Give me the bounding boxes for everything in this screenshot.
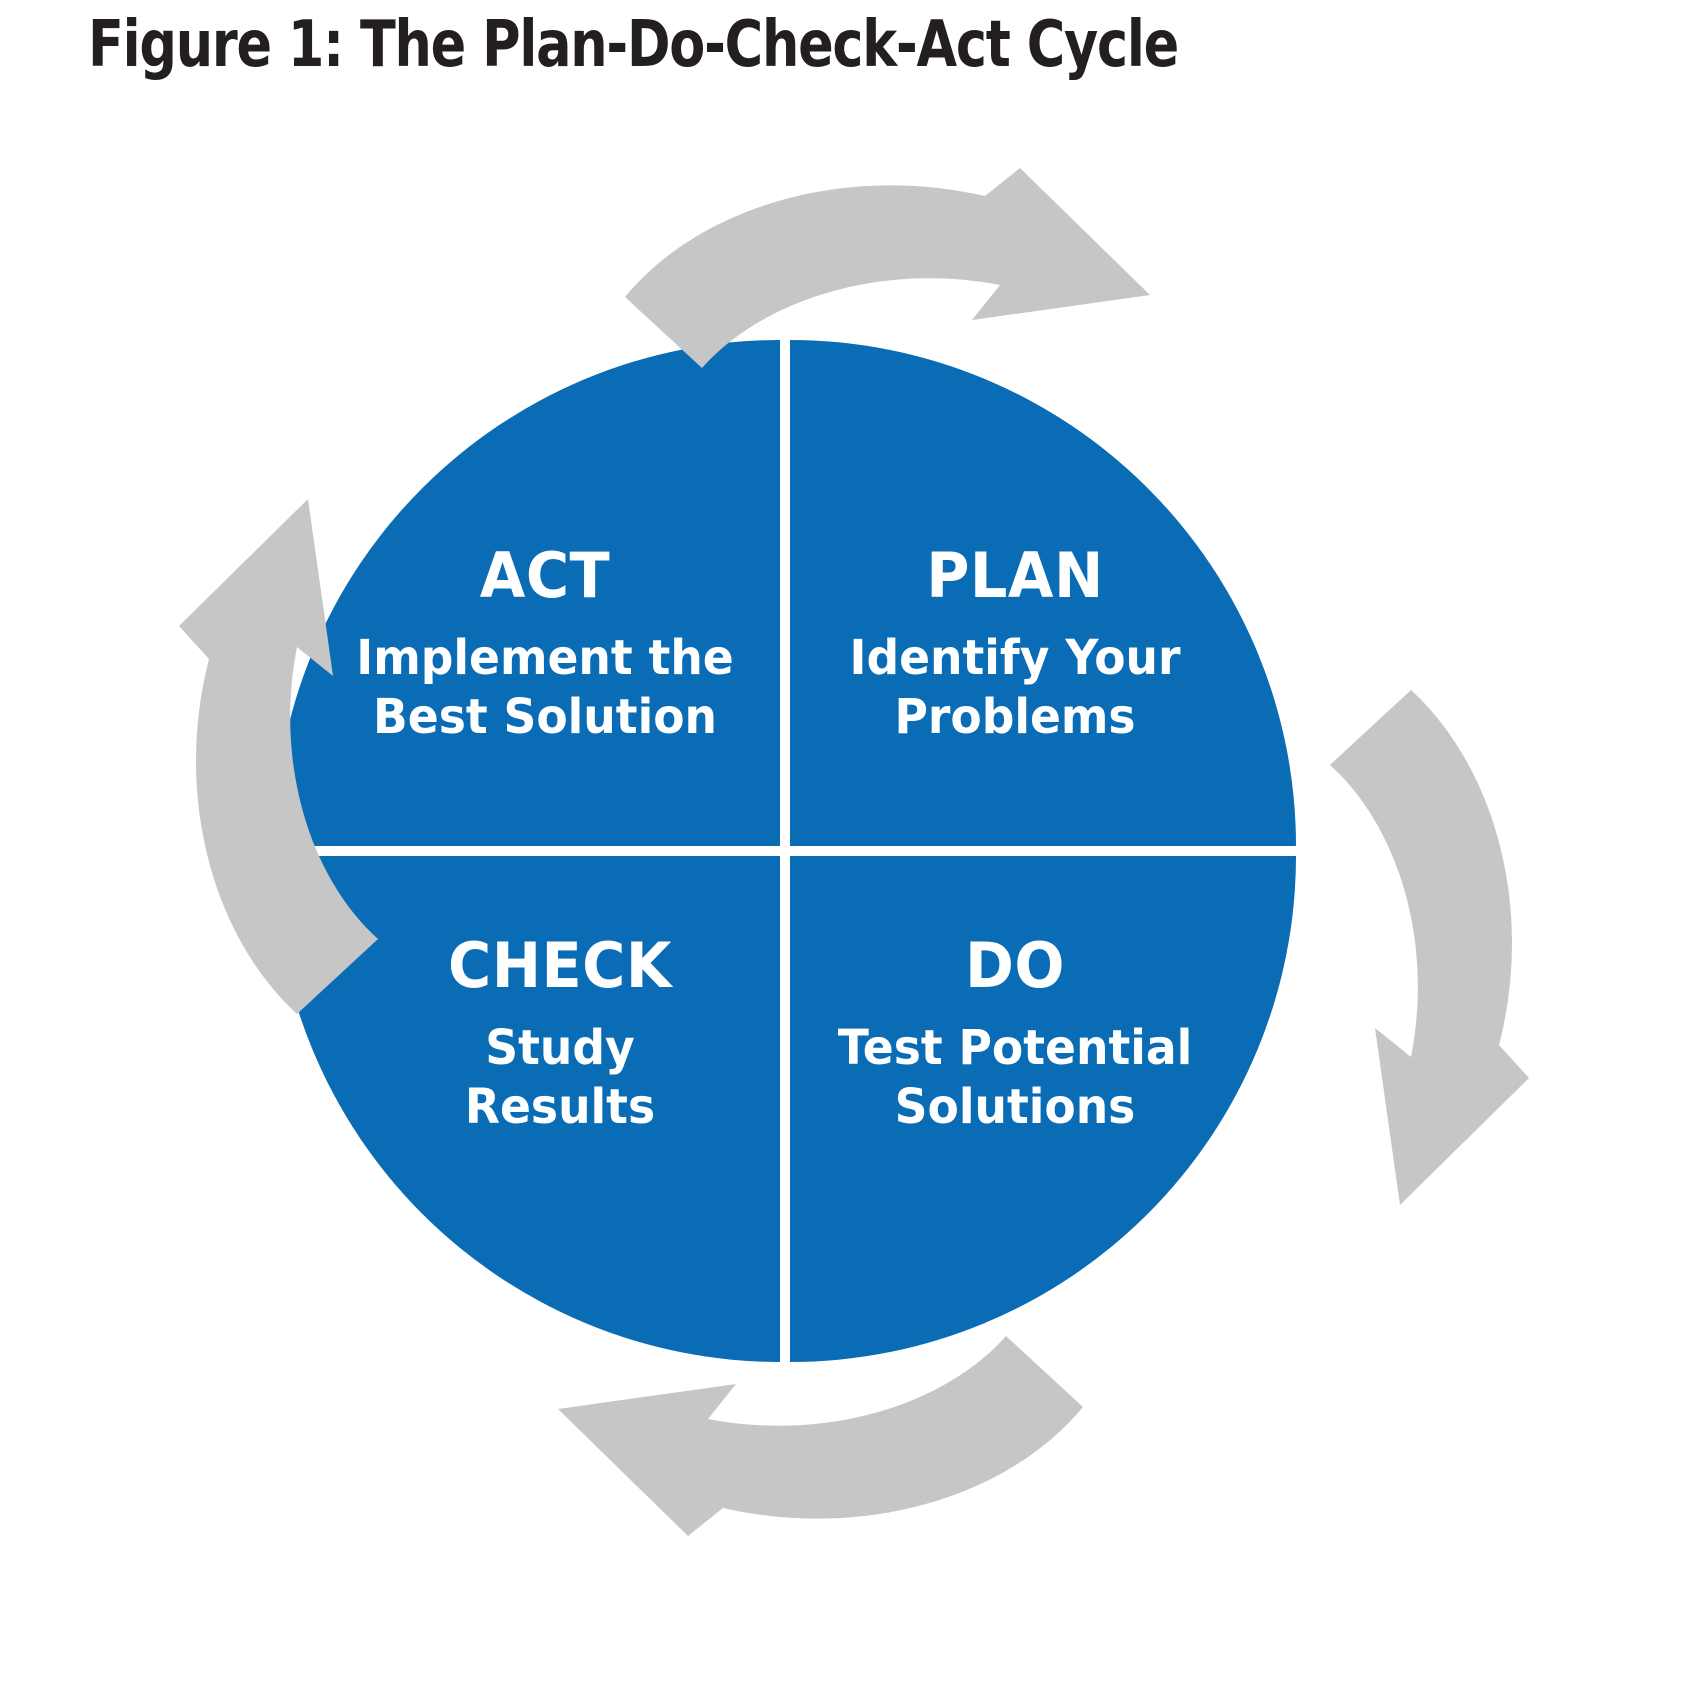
- quadrant-label-do[interactable]: DO Test Potential Solutions: [800, 935, 1230, 1136]
- quadrant-subtitle-plan-line1: Identify Your: [849, 630, 1181, 686]
- quadrant-subtitle-do: Test Potential Solutions: [811, 1019, 1220, 1136]
- quadrant-sector-act[interactable]: [274, 340, 780, 846]
- quadrant-title-act: ACT: [479, 539, 611, 612]
- quadrant-title-check: CHECK: [447, 929, 672, 1002]
- quadrant-subtitle-act-line2: Best Solution: [373, 688, 717, 745]
- quadrant-subtitle-act: Implement the Best Solution: [341, 629, 750, 746]
- arrow-right-icon: [1330, 690, 1529, 1205]
- quadrant-title-plan: PLAN: [926, 539, 1104, 612]
- quadrant-label-act[interactable]: ACT Implement the Best Solution: [330, 545, 760, 746]
- cycle-wheel: [274, 340, 1296, 1362]
- quadrant-subtitle-check: Study Results: [356, 1019, 765, 1136]
- quadrant-subtitle-plan-line2: Problems: [894, 688, 1136, 745]
- quadrant-sector-check[interactable]: [274, 856, 780, 1362]
- quadrant-title-do: DO: [965, 929, 1065, 1002]
- page-title: Figure 1: The Plan-Do-Check-Act Cycle: [88, 8, 1179, 82]
- arrow-left-icon: [179, 499, 378, 1014]
- quadrant-subtitle-do-line2: Solutions: [894, 1078, 1136, 1135]
- quadrant-sector-do[interactable]: [790, 856, 1296, 1362]
- quadrant-label-plan[interactable]: PLAN Identify Your Problems: [800, 545, 1230, 746]
- arrow-top-icon: [625, 168, 1150, 368]
- quadrant-subtitle-check-line2: Results: [464, 1078, 656, 1135]
- arrow-bottom-icon: [558, 1336, 1083, 1536]
- quadrant-label-check[interactable]: CHECK Study Results: [345, 935, 775, 1136]
- quadrant-subtitle-do-line1: Test Potential: [837, 1020, 1193, 1076]
- quadrant-subtitle-plan: Identify Your Problems: [811, 629, 1220, 746]
- quadrant-subtitle-check-line1: Study: [485, 1020, 635, 1076]
- quadrant-sector-plan[interactable]: [790, 340, 1296, 846]
- quadrant-subtitle-act-line1: Implement the: [356, 630, 734, 686]
